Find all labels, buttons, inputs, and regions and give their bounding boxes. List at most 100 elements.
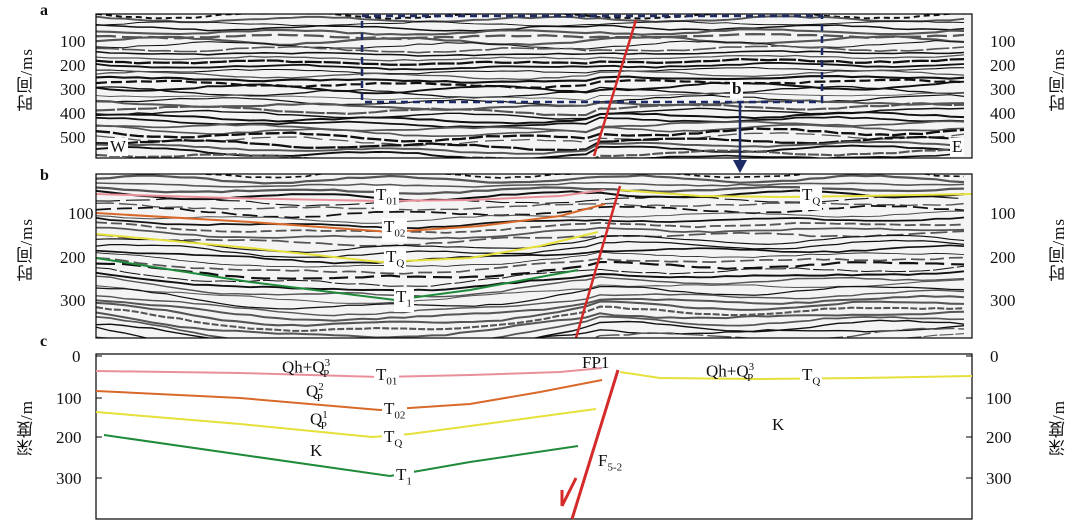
tick: 200	[60, 248, 86, 267]
reflection-trace	[96, 165, 964, 173]
fault-line-b	[574, 185, 622, 339]
panel-a-reflections	[96, 4, 965, 158]
reflection-trace	[96, 15, 965, 24]
reflection-trace	[96, 270, 965, 292]
reflection-trace	[96, 216, 965, 230]
horizon-t1-c	[103, 434, 579, 478]
reflection-trace	[96, 50, 965, 57]
tick: 200	[60, 56, 86, 75]
unit-qh-qp3-east: Qh+Q3P	[706, 361, 755, 385]
label-t01-b: T01	[374, 186, 400, 211]
label-t01-c: T01	[374, 366, 400, 391]
unit-qh-qp3: Qh+Q3P	[282, 357, 331, 381]
reflection-trace	[96, 310, 965, 338]
fault-f52	[570, 369, 620, 520]
tick: 100	[60, 32, 86, 51]
unit-k-east: K	[772, 415, 785, 434]
panel-a-frame	[95, 13, 973, 159]
tick: 100	[990, 32, 1016, 51]
horizon-t02-b	[95, 203, 606, 234]
reflection-trace	[96, 102, 965, 117]
reflection-trace	[96, 251, 965, 268]
tick: 300	[60, 291, 86, 310]
reflection-trace	[96, 91, 965, 101]
reflection-trace	[96, 226, 965, 240]
unit-qp2: Q2P	[306, 381, 324, 405]
reflection-trace	[96, 20, 965, 27]
reflection-trace	[96, 44, 965, 54]
fault-name-label: F5-2	[598, 451, 623, 474]
tick: 300	[56, 469, 82, 488]
unit-k-west: K	[310, 441, 323, 460]
horizon-t01-b	[95, 189, 606, 203]
reflection-trace	[96, 230, 965, 247]
reflection-trace	[96, 54, 965, 62]
label-t1-b: T1	[394, 288, 414, 313]
tick: 200	[990, 56, 1016, 75]
zoom-box-label: b	[730, 79, 744, 98]
reflection-trace	[96, 69, 965, 80]
panel-c-left-ticks	[96, 355, 972, 479]
panel-b-letter: b	[40, 167, 49, 184]
reflection-trace	[96, 315, 965, 338]
reflection-trace	[96, 239, 965, 258]
tick: 200	[990, 248, 1016, 267]
reflection-trace	[96, 66, 965, 75]
tick: 100	[990, 204, 1016, 223]
reflection-trace	[96, 115, 965, 129]
reflection-trace	[96, 174, 965, 185]
reflection-trace	[96, 4, 964, 9]
tick: 100	[986, 389, 1012, 408]
tick: 300	[60, 80, 86, 99]
reflection-trace	[241, 14, 964, 15]
tick: 500	[990, 128, 1016, 147]
reflection-trace	[96, 256, 965, 275]
reflection-trace	[96, 319, 965, 338]
label-t02-c: T02	[382, 400, 408, 425]
tick: 300	[990, 291, 1016, 310]
reflection-trace	[96, 135, 965, 152]
zoom-box	[360, 14, 824, 104]
reflection-trace	[96, 181, 965, 188]
tick: 500	[60, 128, 86, 147]
reflection-trace	[96, 305, 965, 332]
label-t02-b: T02	[382, 218, 408, 243]
reflection-trace	[96, 80, 965, 95]
unit-qp1: Q1P	[310, 409, 328, 433]
fault-point-label: FP1	[582, 353, 610, 372]
tick: 100	[68, 204, 94, 223]
zoom-arrow-head	[733, 160, 747, 173]
tick: 100	[56, 389, 82, 408]
tick: 200	[56, 428, 82, 447]
reflection-trace	[96, 32, 965, 41]
reflection-trace	[96, 260, 965, 280]
reflection-trace	[96, 57, 965, 66]
tick: 0	[72, 347, 81, 366]
horizon-t01-c	[95, 367, 603, 379]
west-label: W	[108, 137, 129, 156]
horizon-tq-b	[95, 231, 599, 264]
panel-b-frame	[95, 173, 973, 339]
horizon-tq-east-b	[619, 189, 973, 199]
reflection-trace	[96, 127, 965, 143]
reflection-trace	[96, 111, 965, 125]
fault-slip-arrow	[560, 477, 578, 507]
reflection-trace	[96, 275, 965, 298]
reflection-trace	[96, 35, 965, 46]
reflection-trace	[96, 24, 965, 32]
reflection-trace	[96, 285, 965, 310]
label-t1-c: T1	[394, 466, 414, 491]
panel-b-reflections	[96, 160, 965, 338]
reflection-trace	[822, 157, 882, 158]
panel-c-letter: c	[40, 333, 48, 350]
horizon-t02-c	[95, 379, 603, 412]
label-tq-b: TQ	[384, 248, 407, 273]
panel-c-frame	[95, 353, 973, 520]
reflection-trace	[96, 28, 965, 36]
reflection-trace	[96, 210, 965, 224]
tick: 400	[990, 104, 1016, 123]
reflection-trace	[96, 244, 965, 265]
reflection-trace	[96, 160, 964, 167]
reflection-trace	[96, 294, 965, 322]
